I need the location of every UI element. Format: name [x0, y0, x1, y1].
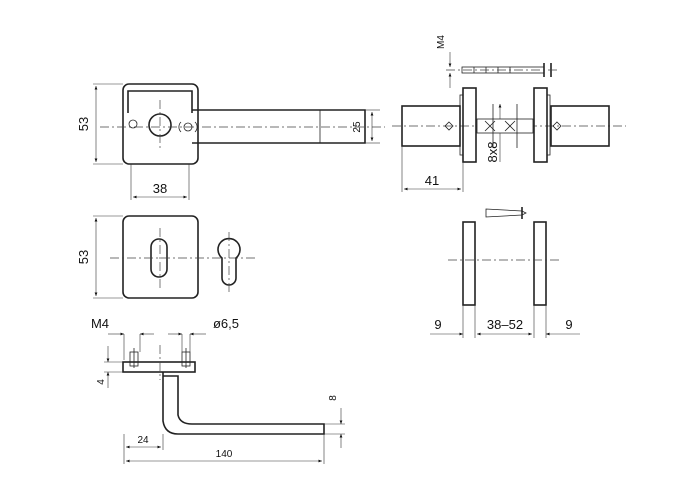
wood-screw-icon: [485, 208, 527, 218]
dim-door-range: 38–52: [487, 317, 523, 332]
front-view-lever-rose: [100, 83, 385, 165]
dim-53-top: 53: [76, 83, 123, 165]
svg-text:M4: M4: [436, 35, 447, 49]
dim-m4-view3: M4: [91, 316, 154, 360]
dim-hole: ø6,5: [168, 316, 239, 352]
dim-8: 8: [324, 395, 345, 448]
svg-text:ø6,5: ø6,5: [213, 316, 239, 331]
screw-icon: [128, 119, 138, 129]
dim-25: 25: [352, 109, 380, 144]
dim-8x8: 8x8: [485, 104, 502, 163]
svg-text:53: 53: [76, 117, 91, 131]
svg-text:53: 53: [76, 250, 91, 264]
dim-24: 24: [123, 434, 164, 464]
door-thickness-view: [430, 207, 580, 338]
key-rose-view: [110, 215, 255, 299]
dim-4: 4: [96, 346, 123, 388]
svg-text:8x8: 8x8: [485, 142, 500, 163]
assembly-view: [392, 87, 626, 163]
svg-text:24: 24: [137, 435, 149, 446]
dim-38: 38: [130, 164, 190, 200]
svg-text:4: 4: [96, 379, 107, 385]
svg-text:8: 8: [328, 395, 339, 401]
dim-140: 140: [126, 434, 325, 464]
screw-m4: M4: [436, 35, 558, 88]
dim-41: 41: [401, 146, 464, 192]
dim-door-right: 9: [565, 317, 572, 332]
svg-text:25: 25: [352, 121, 363, 133]
dim-53-key: 53: [76, 215, 123, 299]
svg-text:140: 140: [216, 449, 233, 460]
svg-text:M4: M4: [91, 316, 109, 331]
dim-door-left: 9: [434, 317, 441, 332]
svg-text:38: 38: [153, 181, 167, 196]
svg-text:41: 41: [425, 173, 439, 188]
side-view-lever: [122, 345, 325, 435]
